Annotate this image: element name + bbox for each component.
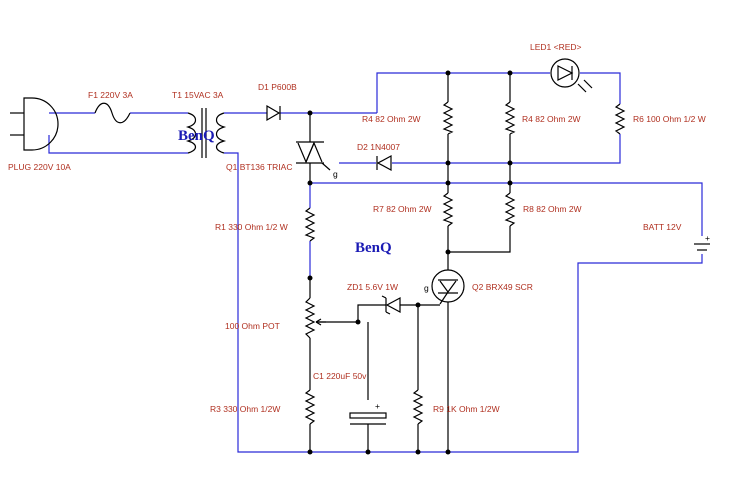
triac-q1-icon: [296, 141, 331, 171]
potentiometer-icon: [304, 297, 326, 339]
battery-polarity: +: [705, 233, 710, 243]
potentiometer-label: 100 Ohm POT: [225, 321, 280, 331]
scr-q2-icon: [431, 269, 465, 305]
resistor-r6-icon: [614, 103, 626, 135]
transformer-icon: [185, 108, 227, 158]
resistor-r4a-icon: [442, 101, 454, 135]
triac-q1-label: Q1 BT136 TRIAC: [226, 162, 292, 172]
resistor-r7-icon: [442, 192, 454, 227]
plug-icon: [10, 97, 59, 151]
resistor-r3-label: R3 330 Ohm 1/2W: [210, 404, 280, 414]
junction-dots: [307, 70, 513, 455]
resistor-r1-label: R1 330 Ohm 1/2 W: [215, 222, 288, 232]
capacitor-polarity: +: [375, 401, 380, 411]
scr-q2-label: Q2 BRX49 SCR: [472, 282, 533, 292]
scr-gate-label: g: [424, 283, 429, 293]
battery-icon: [694, 243, 710, 251]
diode-d1-label: D1 P600B: [258, 82, 297, 92]
resistor-r8-label: R8 82 Ohm 2W: [523, 204, 582, 214]
resistor-r6-label: R6 100 Ohm 1/2 W: [633, 114, 706, 124]
resistor-r1-icon: [304, 207, 316, 242]
diode-d2-label: D2 1N4007: [357, 142, 400, 152]
brand-watermark: BenQ: [355, 240, 392, 256]
resistor-r7-label: R7 82 Ohm 2W: [373, 204, 432, 214]
triac-gate-label: g: [333, 169, 338, 179]
resistor-r4b-label: R4 82 Ohm 2W: [522, 114, 581, 124]
resistor-r3-icon: [304, 389, 316, 425]
resistor-r8-icon: [504, 192, 516, 227]
capacitor-c1-icon: [349, 412, 387, 425]
fuse-label: F1 220V 3A: [88, 90, 133, 100]
branch-wires: [309, 73, 511, 452]
diode-d1-icon: [266, 104, 281, 122]
zener-zd1-label: ZD1 5.6V 1W: [347, 282, 398, 292]
led-label: LED1 <RED>: [530, 42, 582, 52]
resistor-r9-icon: [412, 389, 424, 425]
wires: [48, 72, 703, 453]
plug-label: PLUG 220V 10A: [8, 162, 71, 172]
resistor-r4a-label: R4 82 Ohm 2W: [362, 114, 421, 124]
led-icon: [550, 58, 593, 93]
zener-zd1-icon: [381, 295, 401, 315]
capacitor-c1-label: C1 220uF 50v: [313, 371, 367, 381]
battery-label: BATT 12V: [643, 222, 682, 232]
fuse-icon: [94, 102, 131, 124]
resistor-r9-label: R9 1K Ohm 1/2W: [433, 404, 500, 414]
transformer-label: T1 15VAC 3A: [172, 90, 224, 100]
diode-d2-icon: [376, 154, 392, 172]
resistor-r4b-icon: [504, 101, 516, 135]
brand-watermark: BenQ: [178, 128, 215, 144]
